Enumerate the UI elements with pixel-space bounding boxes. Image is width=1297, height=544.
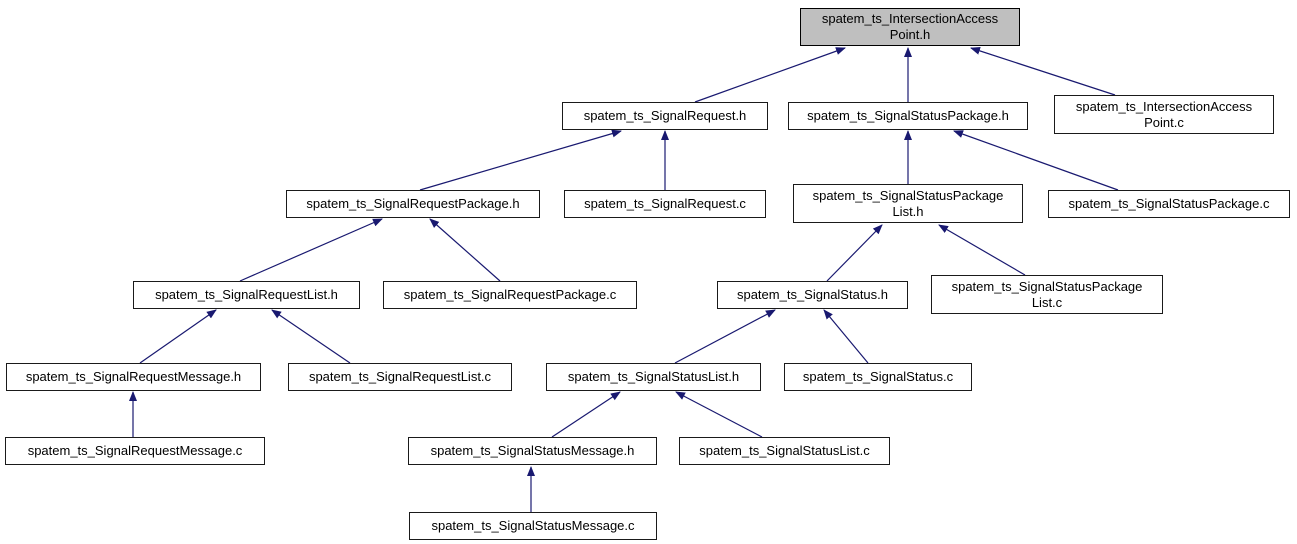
node-signal-status-list-c[interactable]: spatem_ts_SignalStatusList.c	[679, 437, 890, 465]
node-signal-status-list-h[interactable]: spatem_ts_SignalStatusList.h	[546, 363, 761, 391]
node-label: spatem_ts_SignalRequest.h	[583, 108, 747, 123]
node-label: spatem_ts_SignalRequestList.c	[308, 369, 492, 384]
edge-signal-request-h-to-intersection-access-point-h	[694, 47, 846, 103]
edge-signal-request-list-c-to-signal-request-list-h	[271, 309, 351, 364]
node-label: spatem_ts_SignalStatusList.h	[567, 369, 740, 384]
edge-signal-request-message-h-to-signal-request-list-h	[139, 309, 217, 364]
node-signal-status-message-c[interactable]: spatem_ts_SignalStatusMessage.c	[409, 512, 657, 540]
node-signal-status-package-list-h[interactable]: spatem_ts_SignalStatusPackage List.h	[793, 184, 1023, 223]
node-signal-request-message-h[interactable]: spatem_ts_SignalRequestMessage.h	[6, 363, 261, 391]
node-label: spatem_ts_SignalRequestMessage.c	[27, 443, 243, 458]
node-label: List.c	[1031, 294, 1063, 310]
node-signal-request-c[interactable]: spatem_ts_SignalRequest.c	[564, 190, 766, 218]
node-label: spatem_ts_SignalStatusMessage.c	[431, 518, 635, 533]
node-signal-status-message-h[interactable]: spatem_ts_SignalStatusMessage.h	[408, 437, 657, 465]
node-signal-request-list-h[interactable]: spatem_ts_SignalRequestList.h	[133, 281, 360, 309]
node-label: List.h	[892, 203, 924, 219]
node-signal-status-c[interactable]: spatem_ts_SignalStatus.c	[784, 363, 972, 391]
node-signal-request-list-c[interactable]: spatem_ts_SignalRequestList.c	[288, 363, 512, 391]
edge-signal-request-package-c-to-signal-request-package-h	[429, 218, 501, 282]
edge-signal-status-message-h-to-signal-status-list-h	[551, 391, 621, 438]
edge-signal-status-package-list-c-to-signal-status-package-list-h	[938, 224, 1026, 276]
node-signal-status-package-list-c[interactable]: spatem_ts_SignalStatusPackage List.c	[931, 275, 1163, 314]
node-signal-status-package-h[interactable]: spatem_ts_SignalStatusPackage.h	[788, 102, 1028, 130]
node-label: spatem_ts_SignalStatusPackage.h	[807, 108, 1009, 123]
node-label: spatem_ts_SignalStatusPackage.c	[1068, 196, 1270, 211]
node-label: spatem_ts_SignalRequestMessage.h	[25, 369, 242, 384]
edge-signal-status-package-c-to-signal-status-package-h	[953, 130, 1119, 191]
edge-signal-request-list-h-to-signal-request-package-h	[239, 218, 383, 282]
node-signal-request-message-c[interactable]: spatem_ts_SignalRequestMessage.c	[5, 437, 265, 465]
edge-signal-status-h-to-signal-status-package-list-h	[826, 224, 883, 282]
node-label: spatem_ts_SignalRequestPackage.c	[403, 287, 617, 302]
node-label: spatem_ts_SignalRequestPackage.h	[306, 196, 520, 211]
node-signal-status-package-c[interactable]: spatem_ts_SignalStatusPackage.c	[1048, 190, 1290, 218]
node-label: spatem_ts_SignalStatusPackage	[951, 278, 1143, 294]
node-label: spatem_ts_IntersectionAccess	[1075, 98, 1253, 114]
node-label: spatem_ts_SignalStatus.c	[802, 369, 954, 384]
edge-signal-request-package-h-to-signal-request-h	[419, 129, 622, 191]
node-label: Point.c	[1144, 114, 1184, 130]
node-intersection-access-point-h[interactable]: spatem_ts_IntersectionAccess Point.h	[800, 8, 1020, 46]
node-signal-request-package-c[interactable]: spatem_ts_SignalRequestPackage.c	[383, 281, 637, 309]
node-label: Point.h	[889, 27, 931, 42]
edge-signal-status-list-c-to-signal-status-list-h	[675, 391, 763, 438]
node-label: spatem_ts_IntersectionAccess	[821, 11, 999, 26]
node-label: spatem_ts_SignalRequest.c	[584, 196, 746, 211]
node-signal-request-h[interactable]: spatem_ts_SignalRequest.h	[562, 102, 768, 130]
node-signal-request-package-h[interactable]: spatem_ts_SignalRequestPackage.h	[286, 190, 540, 218]
node-label: spatem_ts_SignalStatusPackage	[812, 187, 1004, 203]
node-label: spatem_ts_SignalStatusMessage.h	[430, 443, 635, 458]
node-label: spatem_ts_SignalRequestList.h	[155, 287, 338, 302]
node-label: spatem_ts_SignalStatus.h	[736, 287, 889, 302]
edge-signal-status-list-h-to-signal-status-h	[674, 309, 776, 364]
edge-signal-status-c-to-signal-status-h	[823, 309, 869, 364]
node-label: spatem_ts_SignalStatusList.c	[699, 443, 870, 458]
node-intersection-access-point-c[interactable]: spatem_ts_IntersectionAccess Point.c	[1054, 95, 1274, 134]
edge-intersection-access-point-c-to-intersection-access-point-h	[970, 46, 1116, 96]
node-signal-status-h[interactable]: spatem_ts_SignalStatus.h	[717, 281, 908, 309]
